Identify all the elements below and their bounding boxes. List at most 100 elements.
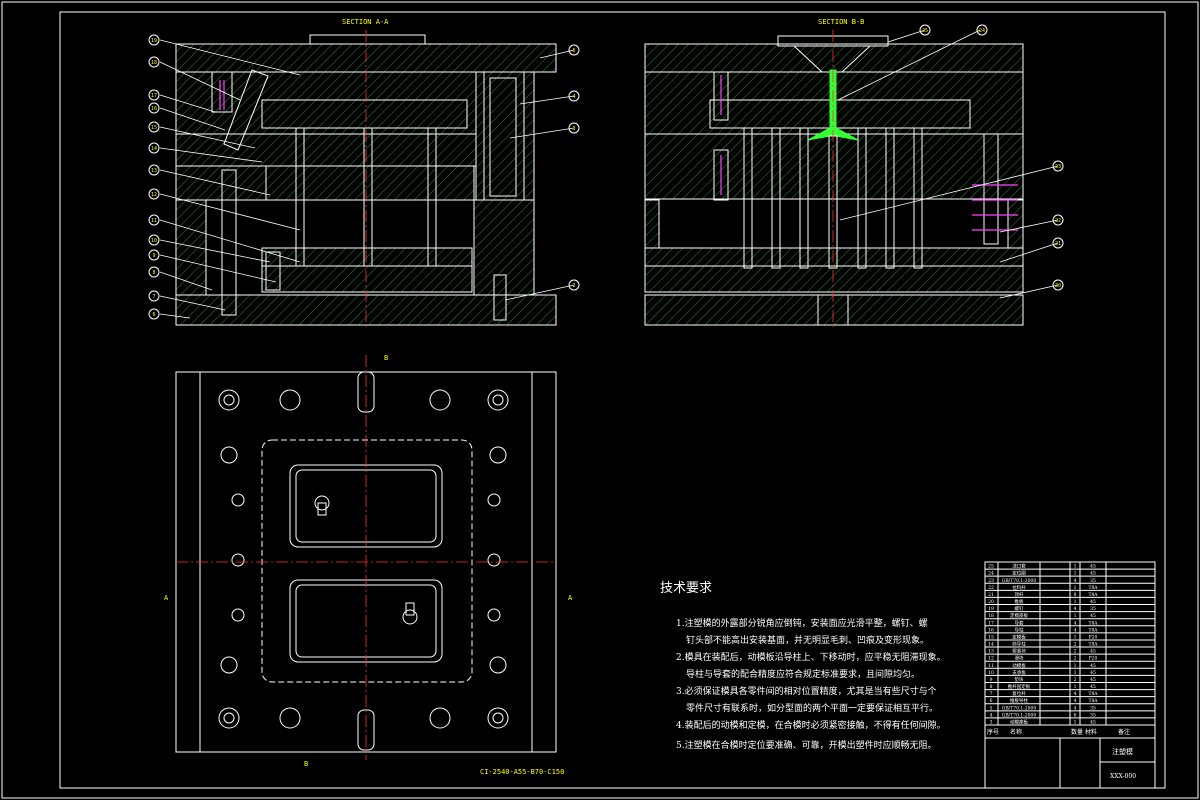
tb-cell: T8A bbox=[1088, 585, 1098, 591]
tb-cell: 4 bbox=[1074, 705, 1077, 711]
tb-cell: T8A bbox=[1088, 620, 1098, 626]
tb-cell: 推板 bbox=[1015, 598, 1024, 605]
tb-cell: 浇口套 bbox=[1012, 563, 1026, 570]
callout-number: 13 bbox=[151, 168, 157, 174]
tb-drawing-title: 注塑模 bbox=[1112, 747, 1133, 756]
tb-cell: 楔紧块 bbox=[1012, 648, 1026, 655]
plan-label: CI-2540-A55-B70-C150 bbox=[480, 768, 564, 776]
callout-number: 15 bbox=[151, 125, 157, 131]
callout-number: 6 bbox=[152, 312, 155, 318]
tb-header-name: 名称 bbox=[1010, 728, 1022, 736]
marker-a-right: A bbox=[568, 594, 573, 602]
section-bb-title: SECTION B-B bbox=[818, 18, 864, 26]
tb-cell: 18 bbox=[988, 613, 994, 619]
tb-cell: 推板导柱 bbox=[1010, 697, 1028, 704]
tb-cell: 15 bbox=[988, 634, 994, 640]
tb-cell: 12 bbox=[988, 656, 994, 662]
tb-cell: 6 bbox=[990, 698, 993, 704]
callout-number: 14 bbox=[151, 146, 157, 152]
tb-cell: 45 bbox=[1090, 613, 1096, 619]
tb-cell: 17 bbox=[988, 620, 994, 626]
callout-number: 21 bbox=[1055, 241, 1061, 247]
tb-cell: 5 bbox=[990, 705, 993, 711]
callout-number: 7 bbox=[152, 294, 155, 300]
tb-cell: 1 bbox=[1074, 585, 1077, 591]
tb-cell: 1 bbox=[1074, 571, 1077, 577]
tb-header-qty: 数量 bbox=[1071, 728, 1083, 736]
marker-a-left: A bbox=[164, 594, 169, 602]
tb-cell: GB/T70.1-2000 bbox=[1002, 712, 1037, 718]
tb-cell: 拉料杆 bbox=[1012, 584, 1026, 591]
tb-cell: 45 bbox=[1090, 670, 1096, 676]
marker-b-bottom: B bbox=[304, 760, 308, 768]
tb-cell: 45 bbox=[1090, 571, 1096, 577]
tb-cell: 4 bbox=[1074, 698, 1077, 704]
tb-cell: 动模板 bbox=[1012, 662, 1026, 669]
tb-cell: 滑块 bbox=[1015, 655, 1024, 662]
tb-cell: P20 bbox=[1089, 656, 1098, 662]
tb-cell: 动模座板 bbox=[1010, 719, 1028, 726]
tb-cell: 20 bbox=[988, 599, 994, 605]
tb-cell: 35 bbox=[1090, 606, 1096, 612]
callout-number: 9 bbox=[152, 253, 155, 259]
tb-cell: T8A bbox=[1088, 642, 1098, 648]
callout-circles-aa bbox=[148, 34, 580, 320]
requirement-line-8: 5.注塑模在合模时定位要准确、可靠，开模出塑件时应顺畅无阻。 bbox=[676, 739, 937, 751]
tb-cell: 16 bbox=[988, 627, 994, 633]
tb-cell: 14 bbox=[988, 642, 994, 648]
tb-cell: 1 bbox=[1074, 613, 1077, 619]
tb-cell: 4 bbox=[1074, 691, 1077, 697]
tb-cell: 定模板 bbox=[1012, 633, 1026, 640]
requirement-line-2: 钉头部不能高出安装基面，并无明显毛刺、凹痕及变形现象。 bbox=[686, 634, 929, 646]
callout-number: 10 bbox=[151, 238, 157, 244]
technical-requirements: 技术要求 1.注塑模的外露部分锐角应倒钝，安装面应光滑平整，螺钉、螺 钉头部不能… bbox=[660, 581, 946, 751]
callout-circles-bb bbox=[919, 24, 1064, 291]
tb-cell: 45 bbox=[1090, 663, 1096, 669]
tb-cell: 22 bbox=[988, 585, 994, 591]
tb-header-no: 序号 bbox=[987, 728, 999, 736]
tb-cell: 定位圈 bbox=[1012, 570, 1026, 577]
callout-number: 4 bbox=[572, 94, 575, 100]
callout-number: 23 bbox=[1055, 164, 1061, 170]
tb-cell: 复位杆 bbox=[1012, 690, 1026, 697]
callout-number: 8 bbox=[152, 270, 155, 276]
tb-cell: 1 bbox=[1074, 599, 1077, 605]
tb-cell: 23 bbox=[988, 578, 994, 584]
tb-cell: 35 bbox=[1090, 705, 1096, 711]
requirement-line-1: 1.注塑模的外露部分锐角应倒钝，安装面应光滑平整，螺钉、螺 bbox=[676, 617, 928, 629]
requirements-title: 技术要求 bbox=[660, 581, 712, 596]
tb-cell: 导套 bbox=[1015, 619, 1024, 626]
tb-cell: 7 bbox=[990, 691, 993, 697]
callout-number: 20 bbox=[1055, 283, 1061, 289]
tb-cell: 1 bbox=[1074, 684, 1077, 690]
callout-number: 16 bbox=[151, 106, 157, 112]
tb-header-mat: 材料 bbox=[1085, 728, 1097, 736]
tb-cell: GB/T70.1-2000 bbox=[1002, 705, 1037, 711]
requirement-line-4: 导柱与导套的配合精度应符合规定标准要求，且间隙均匀。 bbox=[686, 668, 920, 680]
tb-cell: GB/T70.1-2000 bbox=[1002, 578, 1037, 584]
callout-number: 5 bbox=[572, 48, 575, 54]
tb-cell: T8A bbox=[1088, 627, 1098, 633]
tb-cell: 4 bbox=[1074, 620, 1077, 626]
section-bb-view: SECTION B-B bbox=[644, 18, 1064, 330]
section-aa-view: SECTION A-A bbox=[148, 18, 580, 330]
tb-cell: 10 bbox=[988, 670, 994, 676]
tb-cell: 螺钉 bbox=[1015, 605, 1024, 612]
tb-cell: 35 bbox=[1090, 712, 1096, 718]
tb-cell: 2 bbox=[1074, 649, 1077, 655]
tb-cell: 21 bbox=[988, 592, 994, 598]
tb-cell: 4 bbox=[1074, 578, 1077, 584]
tb-cell: 导柱 bbox=[1015, 626, 1024, 633]
tb-cell: 13 bbox=[988, 649, 994, 655]
tb-cell: 4 bbox=[990, 712, 993, 718]
callout-number: 25 bbox=[922, 28, 928, 34]
tb-cell: T8A bbox=[1088, 592, 1098, 598]
plan-view: CI-2540-A55-B70-C150 B B A A bbox=[164, 354, 573, 776]
callout-number: 19 bbox=[151, 38, 157, 44]
tb-cell: 4 bbox=[1074, 606, 1077, 612]
tb-cell: 45 bbox=[1090, 649, 1096, 655]
tb-cell: 1 bbox=[1074, 670, 1077, 676]
tb-cell: 定模座板 bbox=[1010, 612, 1028, 619]
